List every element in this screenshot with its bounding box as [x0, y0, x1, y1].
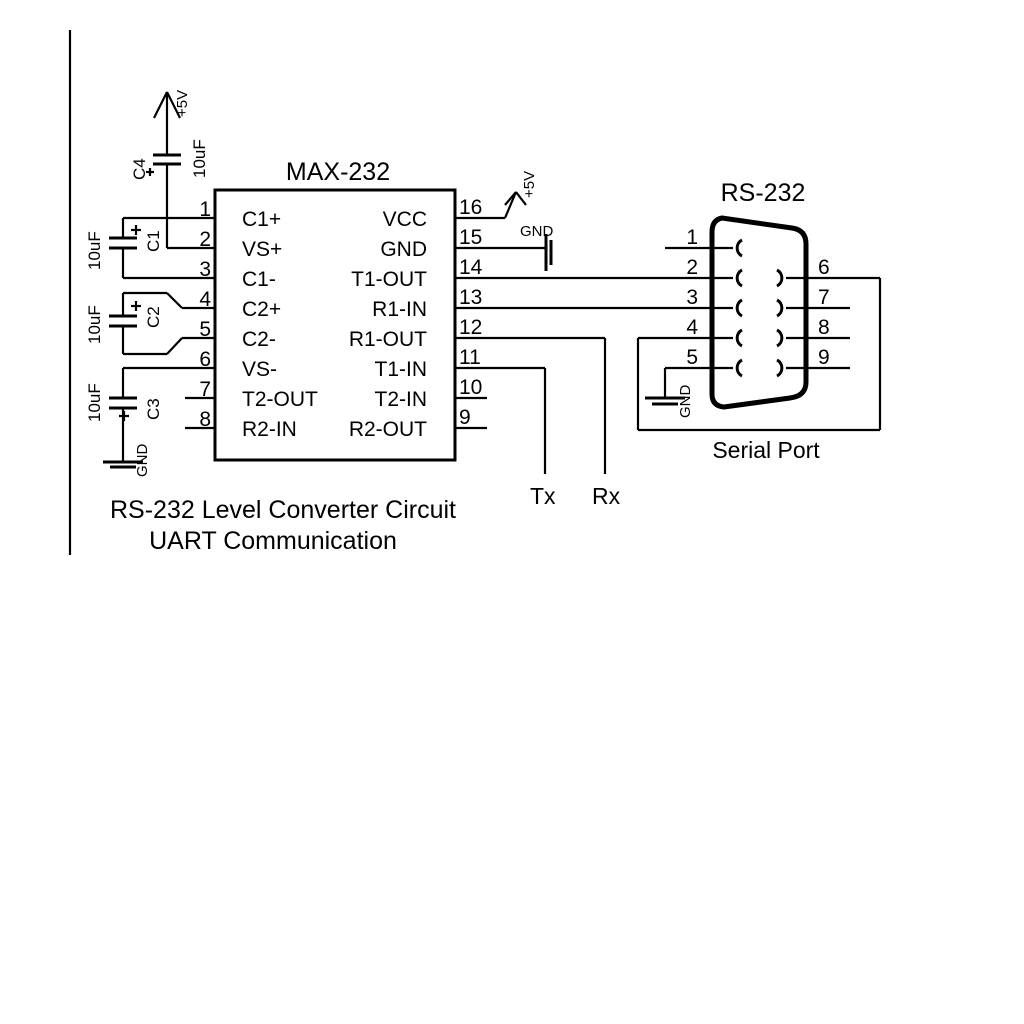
gnd-symbol-left: GND	[103, 444, 151, 478]
db9-shell	[709, 215, 809, 410]
pin-label-r1-out: R1-OUT	[349, 328, 427, 351]
gnd-symbol-right: GND	[520, 223, 554, 271]
gnd-label-left: GND	[134, 444, 151, 478]
pin-label-t2-in: T2-IN	[375, 388, 428, 411]
pin-label-c2-plus: C2+	[242, 298, 281, 321]
pin-number-1: 1	[199, 198, 211, 221]
c2-value-label: 10uF	[85, 305, 104, 344]
pin-label-c1-plus: C1+	[242, 208, 281, 231]
pin-label-r2-in: R2-IN	[242, 418, 297, 441]
ic-right-pin-wires	[455, 216, 705, 430]
pin-label-r2-out: R2-OUT	[349, 418, 427, 441]
pin-label-vcc: VCC	[383, 208, 427, 231]
tx-rx-wires: Tx Rx	[530, 338, 621, 509]
caption-line1: RS-232 Level Converter Circuit	[110, 496, 456, 524]
db9-pin-9: 9	[818, 346, 830, 369]
pin-number-15: 15	[459, 226, 482, 249]
c3-value-label: 10uF	[85, 383, 104, 422]
pin-number-11: 11	[459, 346, 481, 369]
caption-line2: UART Communication	[149, 527, 397, 555]
pin-label-c2-minus: C2-	[242, 328, 276, 351]
ic-left-pin-wires	[167, 216, 215, 430]
db9-pin-2: 2	[686, 256, 698, 279]
pin-number-5: 5	[199, 318, 211, 341]
ic-title: MAX-232	[286, 158, 390, 186]
pin-number-9: 9	[459, 406, 471, 429]
db9-row2-pins: 6 7 8 9	[776, 256, 880, 378]
pin-label-t2-out: T2-OUT	[242, 388, 318, 411]
db9-loopback-wire	[636, 278, 882, 432]
c3-ref-label: C3	[144, 398, 163, 420]
c4-value-label: 10uF	[190, 139, 209, 178]
pin-number-7: 7	[199, 378, 211, 401]
db9-connector: RS-232 1 2 3 4 5	[636, 179, 882, 463]
gnd-label-connector: GND	[677, 385, 694, 419]
c1-ref-label: C1	[144, 230, 163, 252]
c2-ref-label: C2	[144, 306, 163, 328]
pin-label-vs-minus: VS-	[242, 358, 277, 381]
pin-label-t1-in: T1-IN	[375, 358, 428, 381]
ic-left-pins: 1 C1+ 2 VS+ 3 C1- 4 C2+ 5 C2- 6 VS- 7 T2…	[199, 198, 318, 441]
pin-number-2: 2	[199, 228, 211, 251]
pin-number-3: 3	[199, 258, 211, 281]
gnd-symbol-connector: GND	[645, 368, 694, 418]
pin-number-8: 8	[199, 408, 211, 431]
pin-number-13: 13	[459, 286, 482, 309]
connector-title: RS-232	[721, 179, 806, 207]
connector-caption: Serial Port	[712, 437, 820, 463]
db9-pin-1: 1	[686, 226, 698, 249]
pin-label-r1-in: R1-IN	[372, 298, 427, 321]
capacitor-c3: C3 10uF	[85, 366, 185, 462]
pin-number-10: 10	[459, 376, 482, 399]
pin-label-vs-plus: VS+	[242, 238, 282, 261]
pin-label-c1-minus: C1-	[242, 268, 276, 291]
pin-number-16: 16	[459, 196, 482, 219]
pin-label-gnd: GND	[380, 238, 427, 261]
db9-pin-3: 3	[686, 286, 698, 309]
vcc-symbol-right: +5V	[503, 171, 538, 219]
vcc-label-top: +5V	[174, 90, 191, 117]
vcc-label-right: +5V	[521, 171, 538, 198]
gnd-label-right: GND	[520, 223, 554, 240]
db9-pin-7: 7	[818, 286, 830, 309]
vcc-symbol-top: +5V	[153, 90, 191, 119]
pin-number-12: 12	[459, 316, 482, 339]
pin-label-t1-out: T1-OUT	[351, 268, 427, 291]
c4-ref-label: C4	[130, 158, 149, 180]
capacitor-c1: C1 10uF	[85, 216, 169, 280]
rx-label: Rx	[592, 483, 621, 509]
capacitor-c2: C2 10uF	[85, 291, 183, 356]
db9-pin-6: 6	[818, 256, 830, 279]
db9-pin-5: 5	[686, 346, 698, 369]
db9-pin-4: 4	[686, 316, 698, 339]
pin-number-6: 6	[199, 348, 211, 371]
ic-right-pins: VCC 16 GND 15 T1-OUT 14 R1-IN 13 R1-OUT …	[349, 196, 483, 441]
capacitor-c4: C4 10uF	[130, 92, 209, 218]
pin-number-4: 4	[199, 288, 211, 311]
c1-value-label: 10uF	[85, 231, 104, 270]
pin-number-14: 14	[459, 256, 483, 279]
db9-pin-8: 8	[818, 316, 830, 339]
max232-ic-body	[213, 188, 457, 462]
db9-row1-pins: 1 2 3 4 5	[665, 226, 743, 378]
tx-label: Tx	[530, 483, 556, 509]
